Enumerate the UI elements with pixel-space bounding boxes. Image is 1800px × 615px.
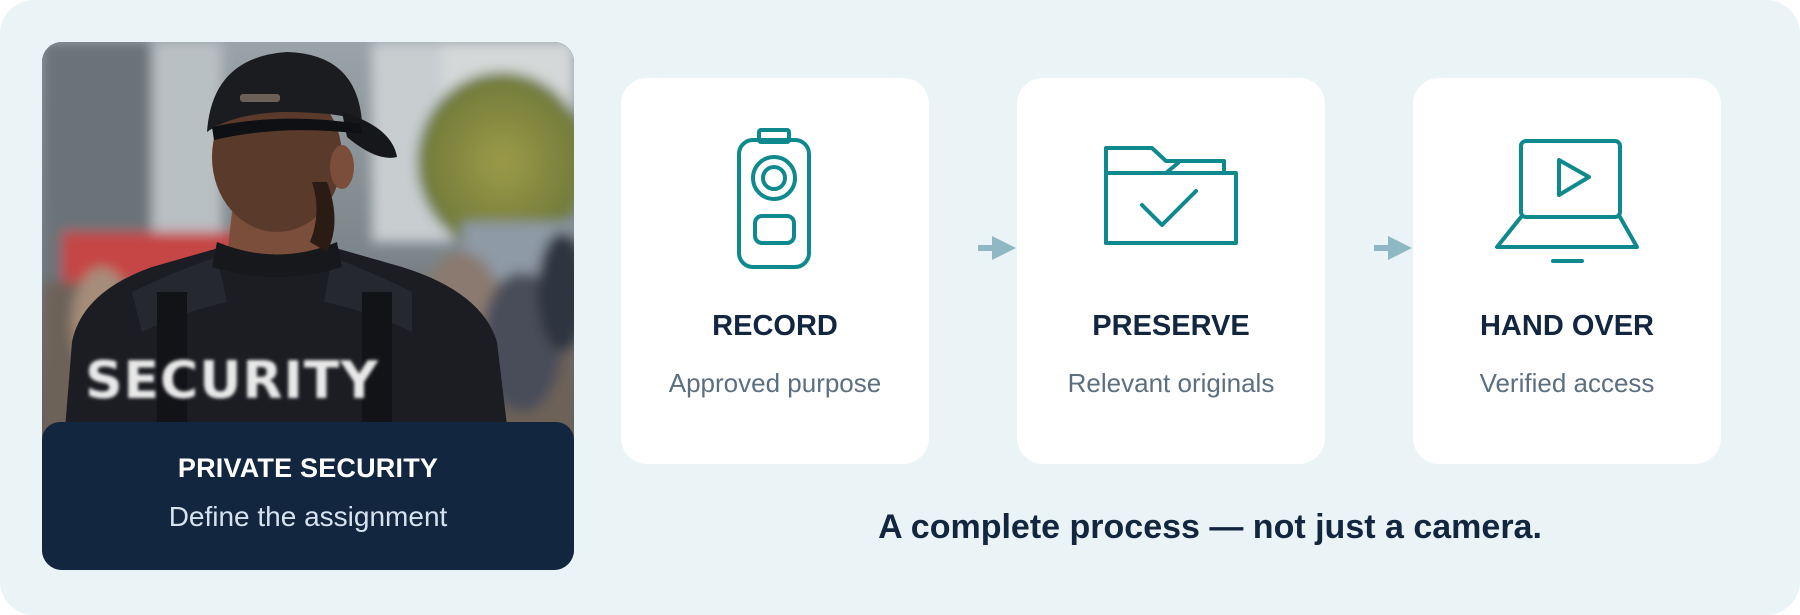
step-subtitle: Relevant originals [1067,368,1275,398]
caption-subtitle: Define the assignment [168,501,448,532]
step-title: PRESERVE [1092,310,1250,342]
laptop-play-icon [1495,139,1639,263]
step-card-hand-over: HAND OVER Verified access [1413,78,1721,464]
caption-title: PRIVATE SECURITY [177,453,439,483]
tagline: A complete process — not just a camera. [878,508,1542,546]
body-camera-icon [737,128,811,269]
step-card-preserve: PRESERVE Relevant originals [1017,78,1325,464]
vest-security-text: SECURITY [85,351,379,411]
step-title: RECORD [712,310,838,342]
arrow-right-icon [978,236,1016,260]
step-card-record: RECORD Approved purpose [621,78,929,464]
step-title: HAND OVER [1479,310,1654,342]
photo-caption: PRIVATE SECURITY Define the assignment [42,422,574,570]
security-guard-photo: SECURITY [42,42,574,467]
step-subtitle: Verified access [1479,368,1655,398]
folder-check-icon [1104,146,1238,245]
security-photo-card: SECURITY PRIVATE SECURITY Define the ass… [42,42,574,570]
arrow-right-icon [1374,236,1412,260]
step-subtitle: Approved purpose [668,368,882,398]
